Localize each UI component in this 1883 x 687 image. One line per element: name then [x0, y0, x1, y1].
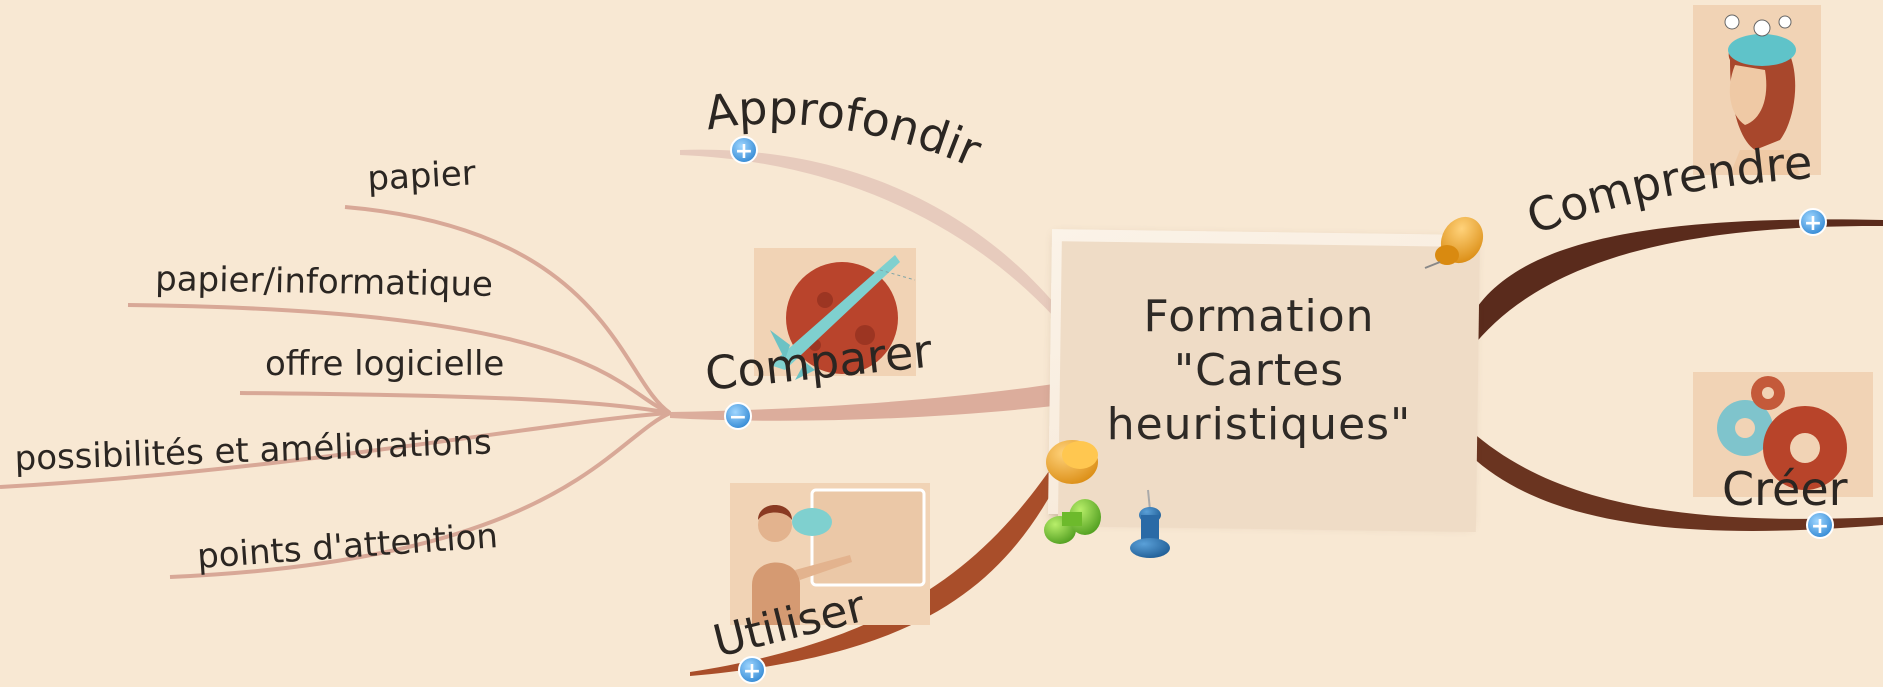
- gears-icon: [1693, 372, 1873, 497]
- branch-label-creer: Créer: [1722, 462, 1848, 516]
- pushpin-icon: [1130, 489, 1170, 558]
- svg-text:+: +: [735, 139, 753, 164]
- branch-comparer: [670, 383, 1062, 421]
- branch-comprendre: [1468, 219, 1883, 350]
- rocket-planet-icon: [754, 248, 916, 380]
- expand-comprendre-button[interactable]: +: [1799, 208, 1827, 236]
- branch-approfondir: [680, 149, 1060, 318]
- collapse-comparer-button[interactable]: −: [724, 402, 752, 430]
- expand-utiliser-button[interactable]: +: [738, 656, 766, 684]
- expand-approfondir-button[interactable]: +: [730, 136, 758, 164]
- leaf-label-papier: papier: [366, 153, 476, 199]
- branch-utiliser: [690, 455, 1068, 676]
- central-title-line-1: Formation: [1143, 291, 1375, 342]
- svg-text:+: +: [1811, 514, 1829, 539]
- branch-creer: [1470, 430, 1883, 531]
- lightbulb-head-icon: [1693, 5, 1821, 175]
- central-title-line-3: heuristiques": [1106, 399, 1412, 450]
- leaf-label-papier-informatique: papier/informatique: [155, 259, 493, 305]
- svg-text:+: +: [1804, 211, 1822, 236]
- pushpin-icon: [1044, 499, 1101, 544]
- leaf-label-offre-logicielle: offre logicielle: [265, 344, 504, 384]
- central-topic-title: Formation "Cartes heuristiques": [1050, 290, 1468, 452]
- presenter-board-icon: [730, 483, 930, 625]
- svg-text:−: −: [729, 405, 747, 430]
- svg-text:+: +: [743, 659, 761, 684]
- central-title-line-2: "Cartes: [1173, 345, 1345, 396]
- comparer-children-connectors: [0, 205, 672, 579]
- pushpin-icon: [1424, 216, 1484, 269]
- pushpin-icon: [1046, 440, 1098, 484]
- expand-creer-button[interactable]: +: [1806, 511, 1834, 539]
